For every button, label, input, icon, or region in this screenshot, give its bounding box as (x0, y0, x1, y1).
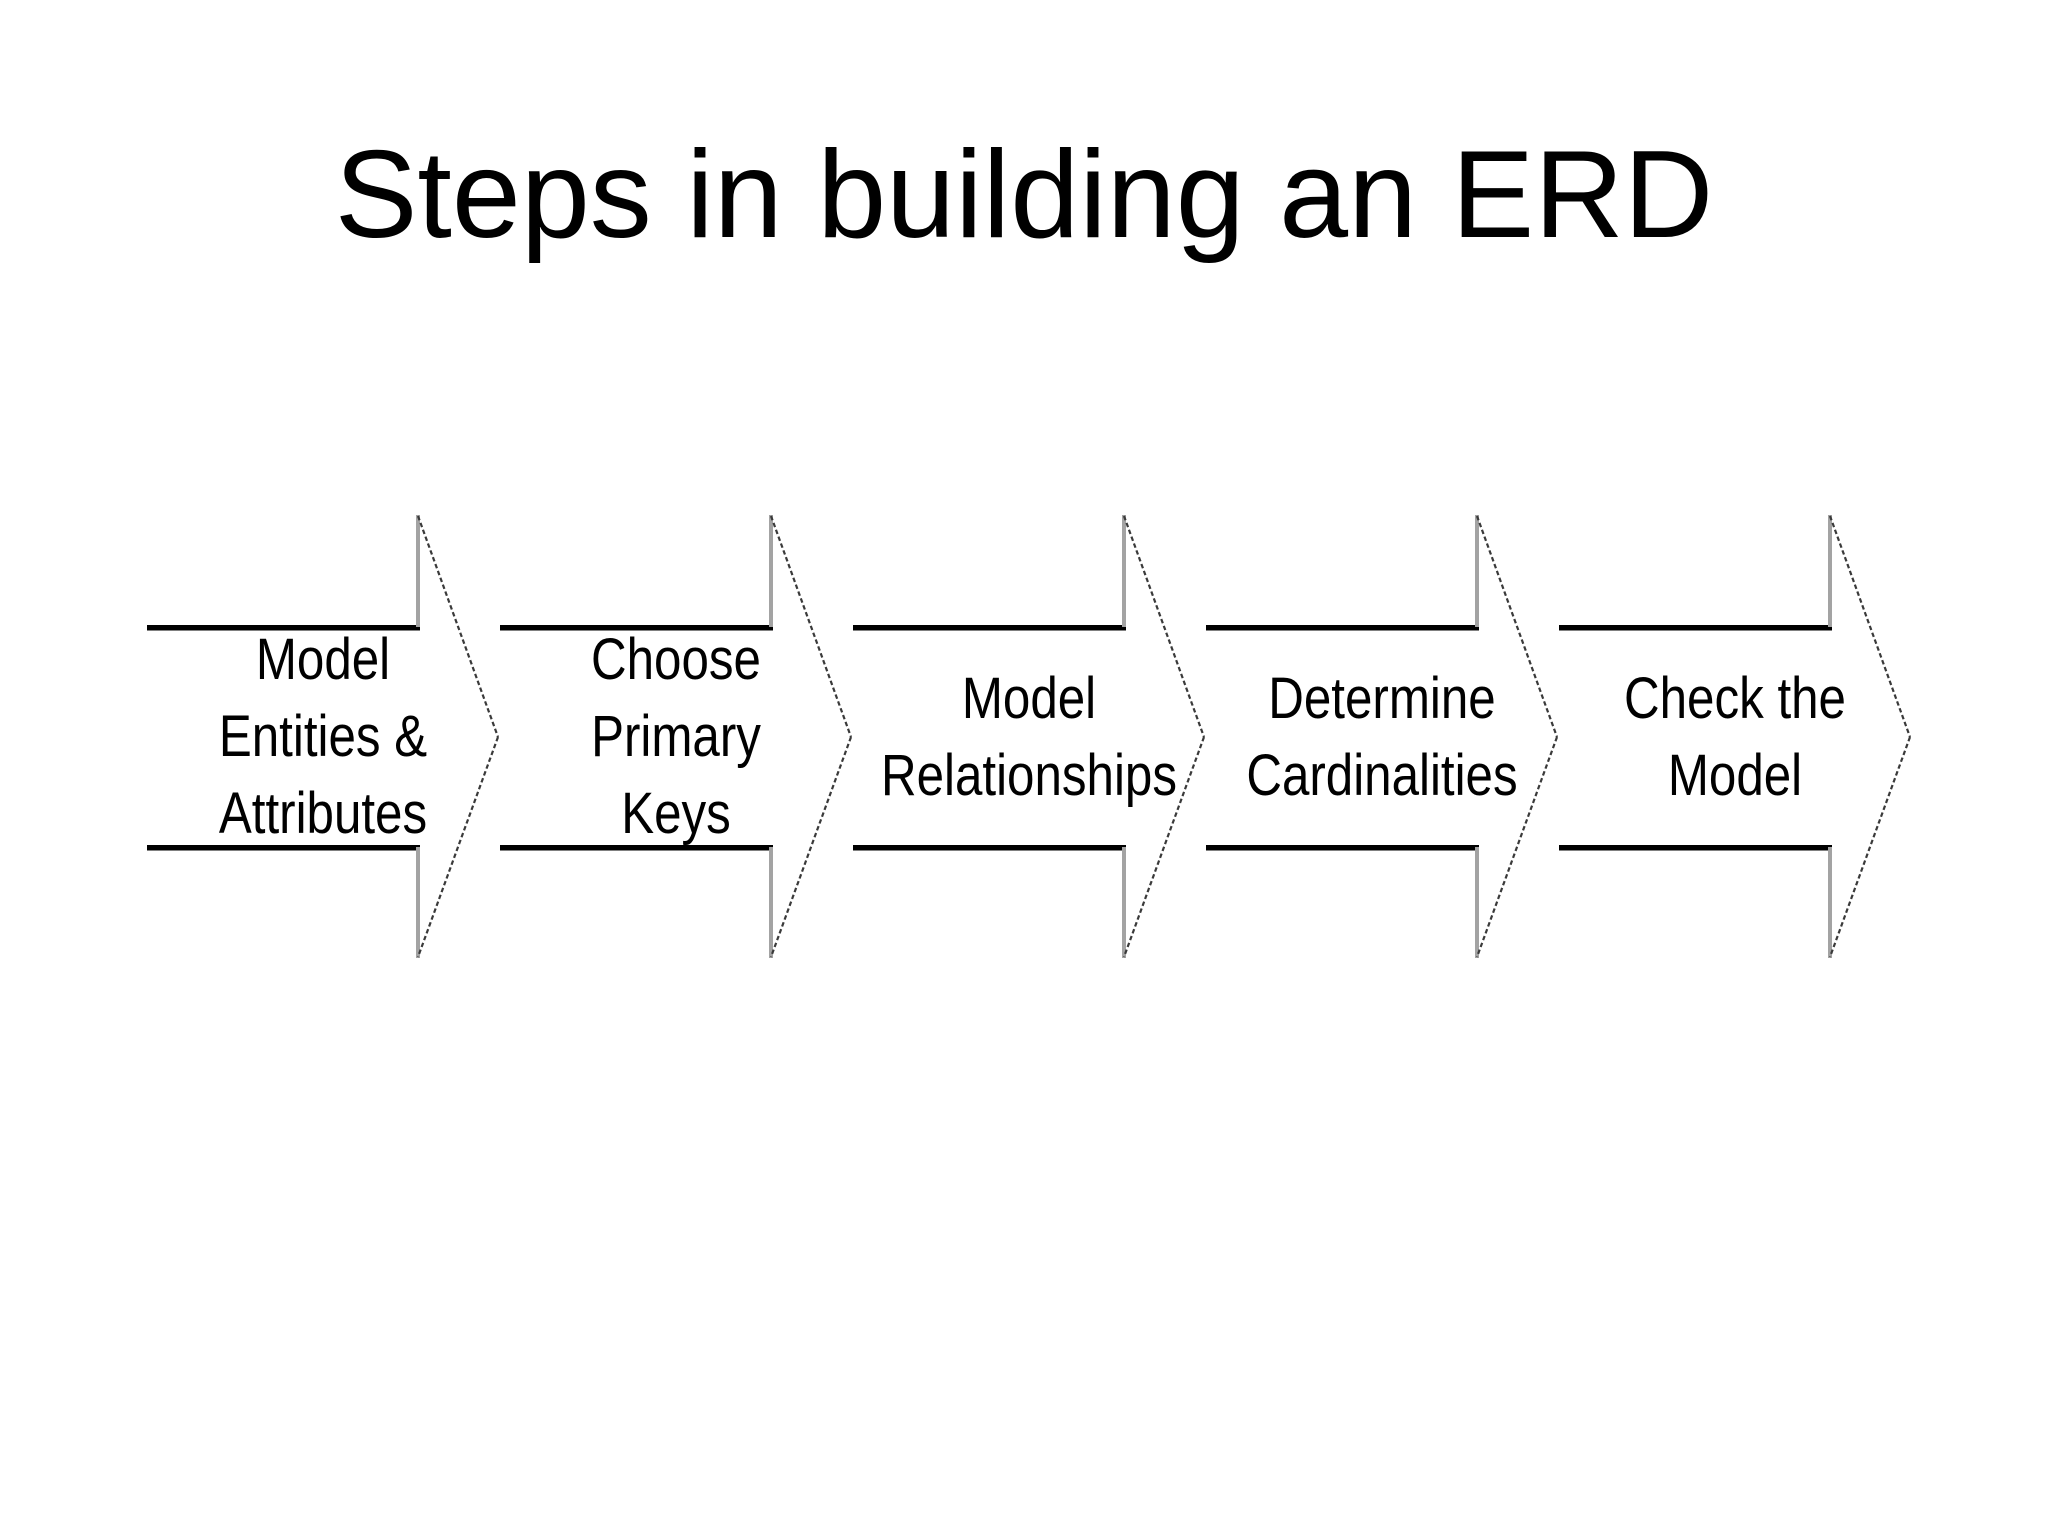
arrow-body-line-top (853, 625, 1126, 631)
arrowhead-riser-top (1122, 515, 1126, 627)
step-label-5: Check the Model (1624, 665, 1846, 808)
slide-title: Steps in building an ERD (334, 126, 1714, 264)
arrow-body-line-top (147, 625, 420, 631)
arrow-body-line-bottom (853, 845, 1126, 851)
arrowhead-riser-top (769, 515, 773, 627)
arrow-body-line-top (500, 625, 773, 631)
arrowhead-riser-top (416, 515, 420, 627)
step-arrow-3: Model Relationships (853, 514, 1205, 959)
arrowhead-lower-edge (1122, 736, 1205, 958)
arrowhead-upper-edge (416, 515, 499, 738)
step-arrow-4: Determine Cardinalities (1206, 514, 1558, 959)
arrow-shape (853, 515, 1205, 958)
arrowhead-riser-top (1828, 515, 1832, 627)
arrow-body-line-bottom (1559, 845, 1832, 851)
arrowhead-riser-top (1475, 515, 1479, 627)
step-label-2: Choose Primary Keys (591, 627, 761, 846)
arrowhead-lower-edge (416, 736, 499, 958)
arrow-body-line-bottom (500, 845, 773, 851)
arrowhead-riser-bottom (1828, 847, 1832, 958)
arrow-shape (147, 515, 499, 958)
arrowhead-upper-edge (769, 515, 852, 738)
arrow-body-line-bottom (147, 845, 420, 851)
arrowhead-riser-bottom (416, 847, 420, 958)
arrowhead-upper-edge (1828, 515, 1911, 738)
step-label-4: Determine Cardinalities (1246, 665, 1518, 808)
arrow-body-line-bottom (1206, 845, 1479, 851)
arrowhead-upper-edge (1122, 515, 1205, 738)
step-arrow-1: Model Entities & Attributes (147, 514, 499, 959)
step-arrow-5: Check the Model (1559, 514, 1911, 959)
arrowhead-riser-bottom (1475, 847, 1479, 958)
arrowhead-upper-edge (1475, 515, 1558, 738)
step-arrow-2: Choose Primary Keys (500, 514, 852, 959)
arrow-body-line-top (1559, 625, 1832, 631)
arrowhead-lower-edge (769, 736, 852, 958)
arrow-shape (1559, 515, 1911, 958)
arrow-shape (1206, 515, 1558, 958)
step-label-1: Model Entities & Attributes (218, 627, 428, 846)
arrowhead-lower-edge (1828, 736, 1911, 958)
arrowhead-lower-edge (1475, 736, 1558, 958)
arrowhead-riser-bottom (769, 847, 773, 958)
arrow-shape (500, 515, 852, 958)
arrow-body-line-top (1206, 625, 1479, 631)
arrowhead-riser-bottom (1122, 847, 1126, 958)
step-label-3: Model Relationships (881, 665, 1177, 808)
